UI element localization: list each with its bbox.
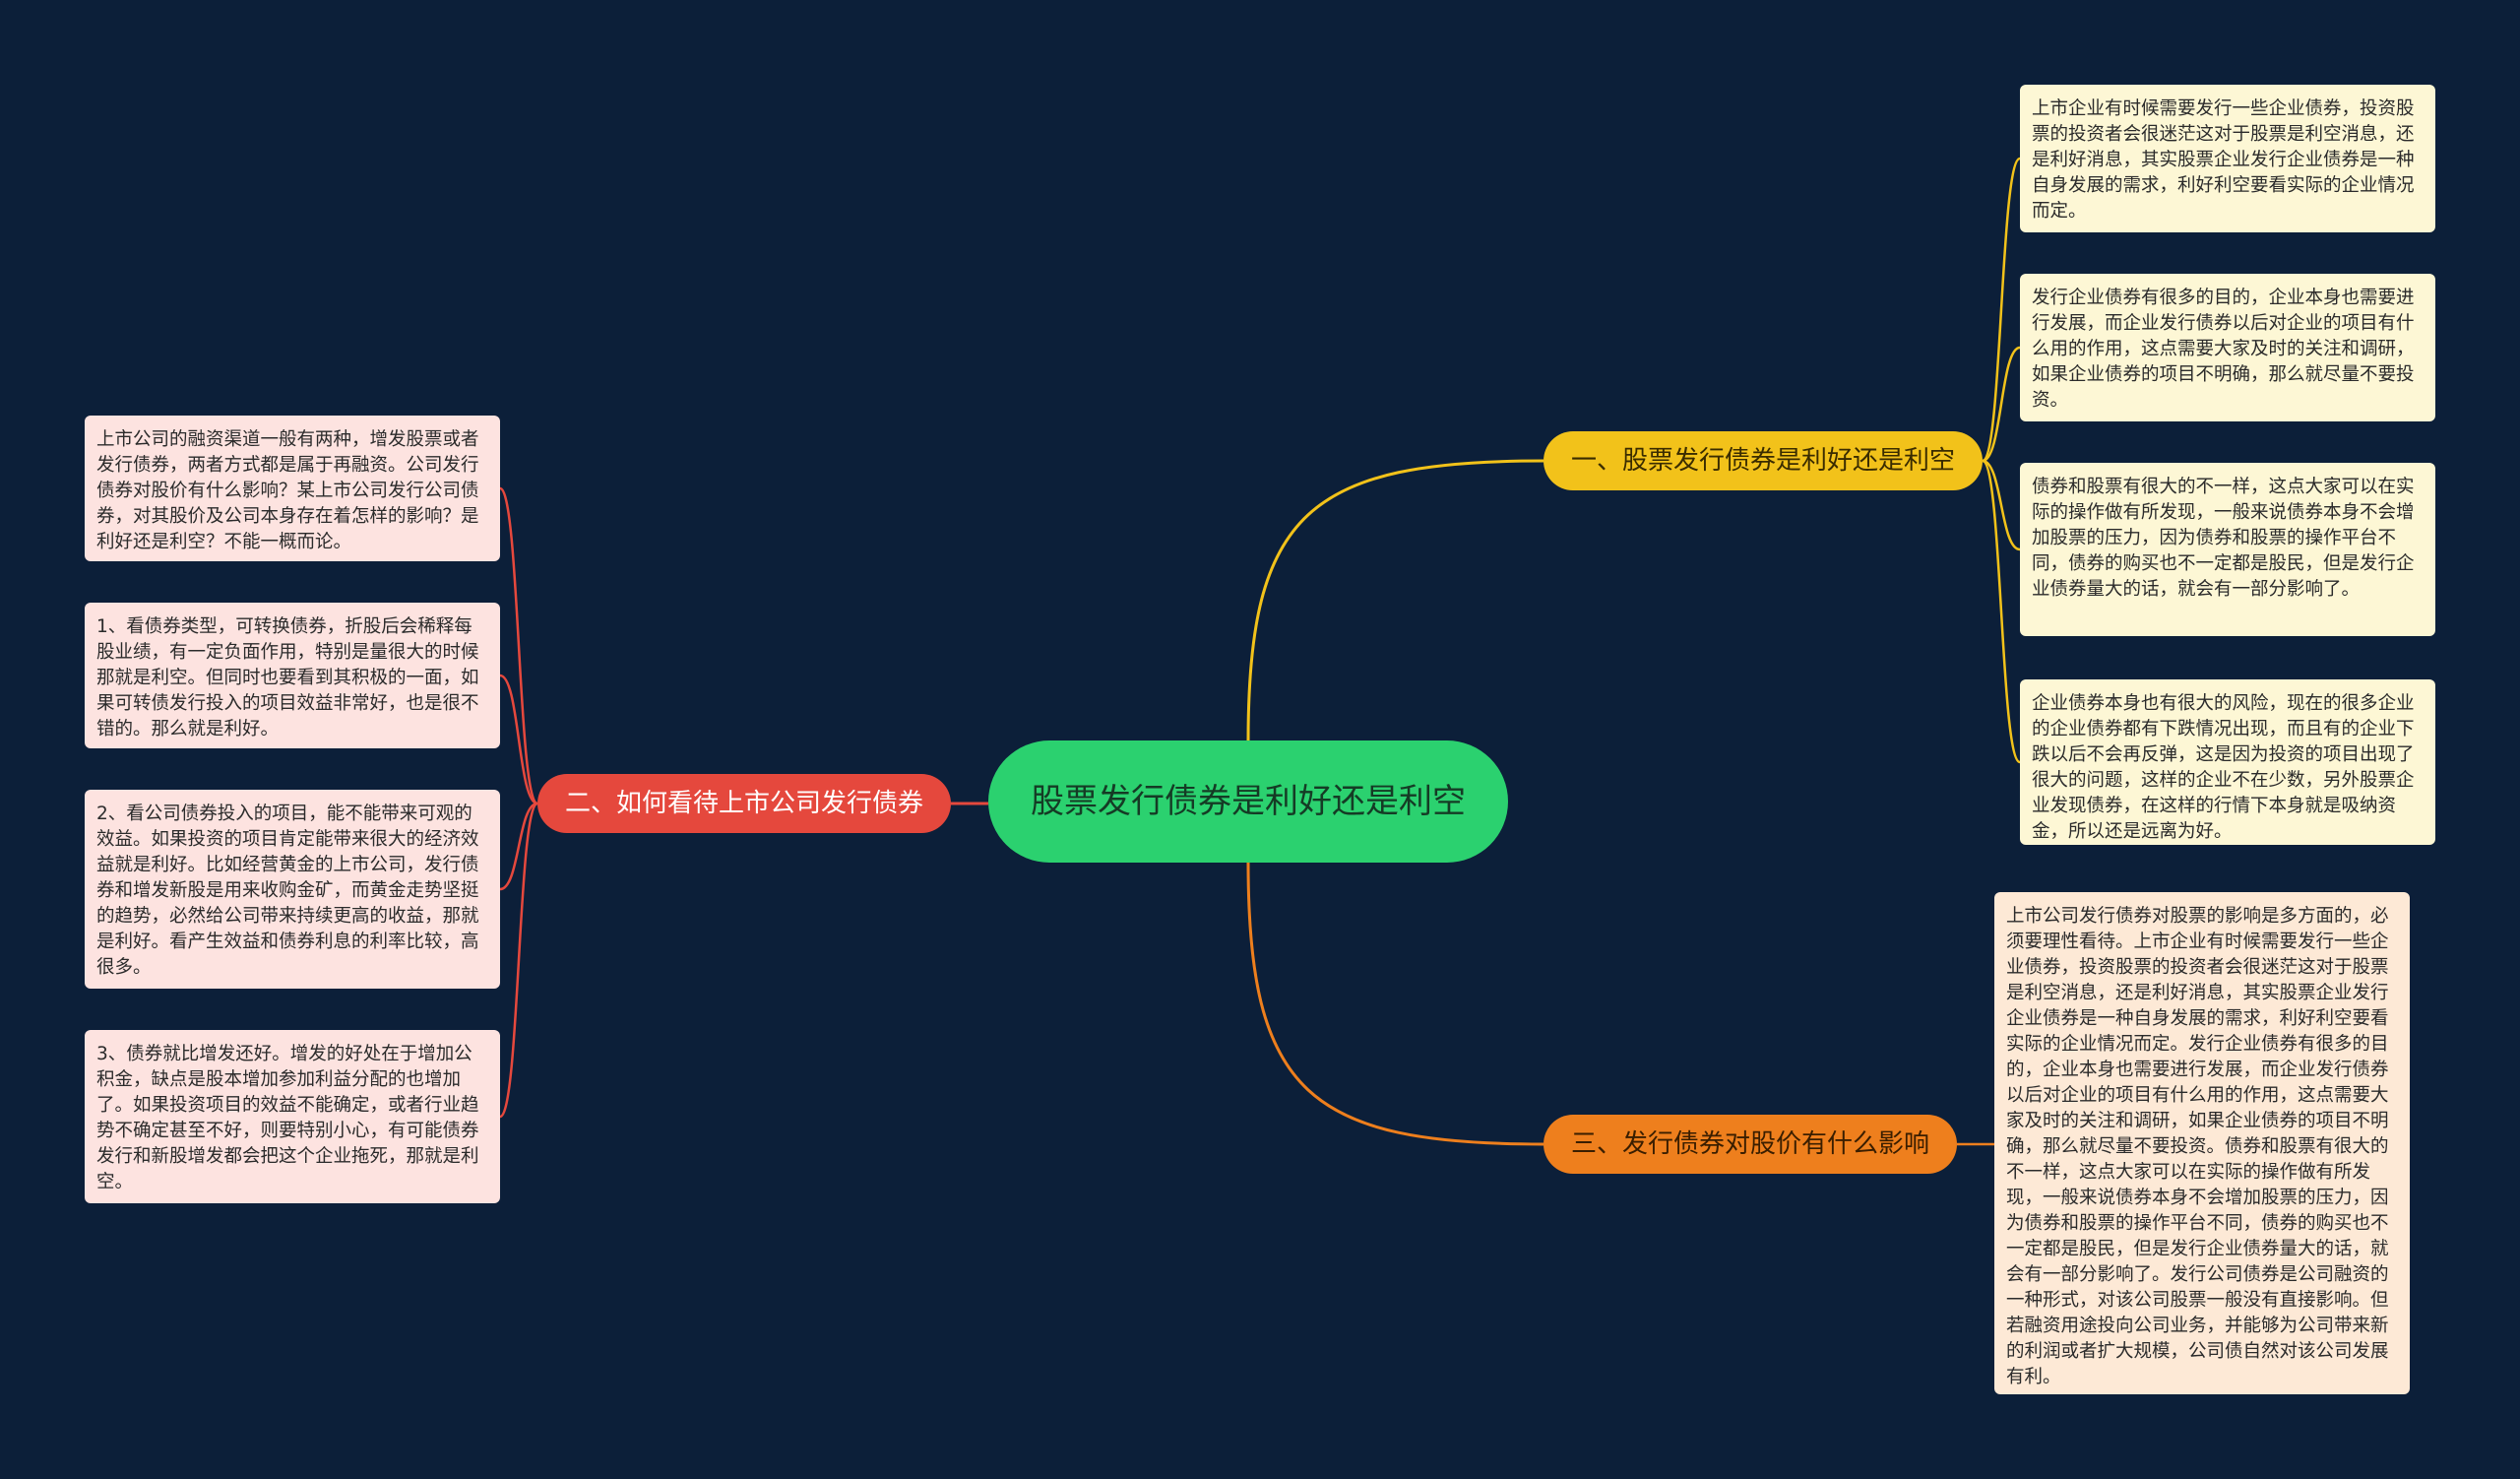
link-branch1-leaf4	[1981, 459, 2022, 764]
leaf-node-2-4[interactable]: 3、债券就比增发还好。增发的好处在于增加公积金，缺点是股本增加参加利益分配的也增…	[85, 1030, 500, 1203]
branch-node-2[interactable]: 二、如何看待上市公司发行债券	[537, 774, 951, 833]
leaf-node-2-2[interactable]: 1、看债券类型，可转换债券，折股后会稀释每股业绩，有一定负面作用，特别是量很大的…	[85, 603, 500, 748]
leaf-node-2-3[interactable]: 2、看公司债券投入的项目，能不能带来可观的效益。如果投资的项目肯定能带来很大的经…	[85, 790, 500, 989]
leaf-node-2-1[interactable]: 上市公司的融资渠道一般有两种，增发股票或者发行债券，两者方式都是属于再融资。公司…	[85, 416, 500, 561]
branch-node-1[interactable]: 一、股票发行债券是利好还是利空	[1544, 431, 1983, 490]
link-branch2-leaf1	[498, 486, 539, 805]
link-branch2-leaf4	[498, 802, 539, 1119]
link-branch2-leaf2	[499, 674, 538, 805]
leaf-node-1-2[interactable]: 发行企业债券有很多的目的，企业本身也需要进行发展，而企业发行债券以后对企业的项目…	[2020, 274, 2435, 421]
root-label: 股票发行债券是利好还是利空	[1031, 782, 1466, 821]
link-branch1-leaf1	[1981, 157, 2022, 463]
branch-node-3[interactable]: 三、发行债券对股价有什么影响	[1544, 1115, 1957, 1174]
root-node[interactable]: 股票发行债券是利好还是利空	[988, 740, 1508, 863]
link-branch2-leaf3	[499, 802, 538, 891]
link-branch1-leaf2	[1982, 346, 2021, 463]
leaf-node-3-1[interactable]: 上市公司发行债券对股票的影响是多方面的，必须要理性看待。上市企业有时候需要发行一…	[1994, 892, 2410, 1394]
link-branch1-leaf3	[1982, 459, 2021, 551]
leaf-node-1-1[interactable]: 上市企业有时候需要发行一些企业债券，投资股票的投资者会很迷茫这对于股票是利空消息…	[2020, 85, 2435, 232]
leaf-node-1-4[interactable]: 企业债券本身也有很大的风险，现在的很多企业的企业债券都有下跌情况出现，而且有的企…	[2020, 679, 2435, 845]
link-root-branch1	[1246, 459, 1544, 741]
link-root-branch3	[1246, 862, 1544, 1146]
leaf-node-1-3[interactable]: 债券和股票有很大的不一样，这点大家可以在实际的操作做有所发现，一般来说债券本身不…	[2020, 463, 2435, 636]
